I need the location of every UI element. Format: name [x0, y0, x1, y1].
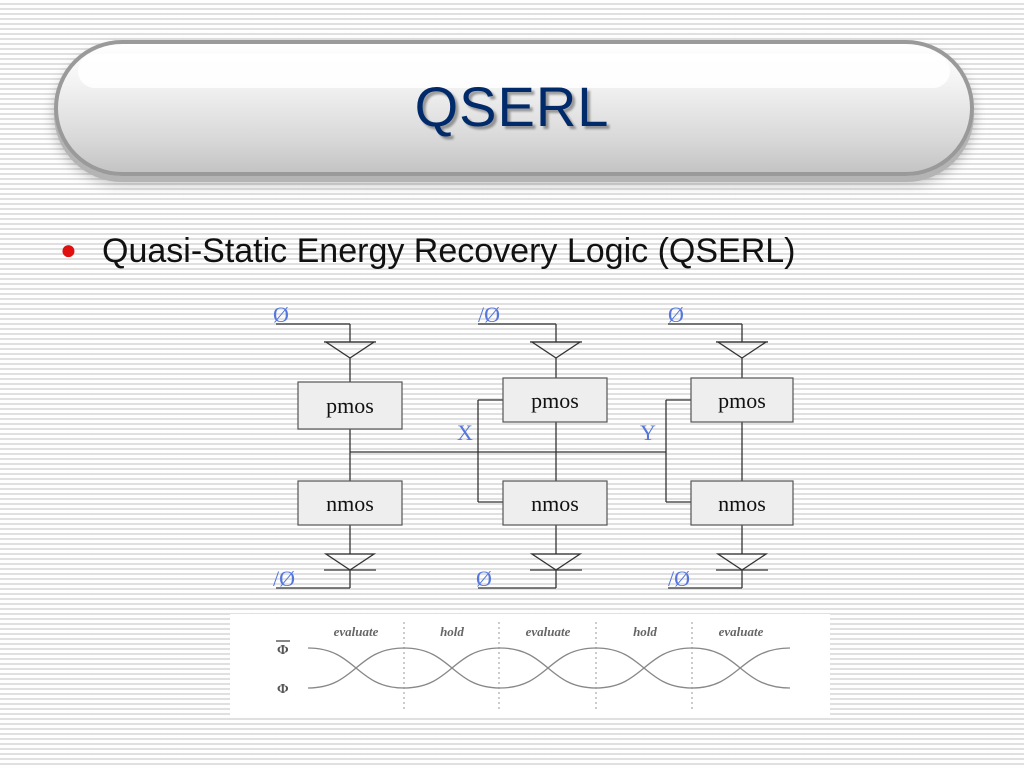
phi-label: Φ	[277, 682, 289, 697]
stage1-pmos-box	[297, 381, 403, 430]
stage3-bottom-diode-icon	[715, 553, 769, 571]
stage3-pmos-label: pmos	[718, 388, 766, 413]
slide-title: QSERL	[414, 75, 610, 138]
stage3-top-clock-label: Ø	[668, 302, 684, 327]
stage3-bottom-clock-label: /Ø	[668, 566, 690, 591]
bullet-text: Quasi-Static Energy Recovery Logic (QSER…	[102, 232, 796, 270]
stage1-nmos-box	[297, 480, 403, 526]
stage1-pmos-label: pmos	[326, 393, 374, 418]
phi-bar-label: Φ	[277, 643, 289, 658]
stage1-top-diode-icon	[323, 341, 377, 359]
stage2-nmos-label: nmos	[531, 491, 579, 516]
stage2-pmos-box	[502, 377, 608, 423]
phase-label-1: evaluate	[334, 624, 379, 639]
stage2-top-diode-icon	[529, 341, 583, 359]
stage3-nmos-label: nmos	[718, 491, 766, 516]
clock-waveform-panel: Φ Φ evaluate hold evaluate hold evaluate	[230, 614, 830, 716]
node-x-label: X	[457, 420, 473, 445]
phase-label-5: evaluate	[719, 624, 764, 639]
stage1-top-clock-label: Ø	[273, 302, 289, 327]
stage2-bottom-diode-icon	[529, 553, 583, 571]
stage3-nmos-box	[690, 480, 794, 526]
stage2-pmos-label: pmos	[531, 388, 579, 413]
bullet-dot-icon: ●	[60, 234, 77, 265]
title-banner	[54, 40, 974, 176]
stage2-top-clock-label: /Ø	[478, 302, 500, 327]
phase-label-3: evaluate	[526, 624, 571, 639]
stage3-top-diode-icon	[715, 341, 769, 359]
phi-waveform	[307, 647, 791, 689]
node-y-label: Y	[640, 420, 656, 445]
stage1-nmos-label: nmos	[326, 491, 374, 516]
stage3-pmos-box	[690, 377, 794, 423]
stage1-bottom-clock-label: /Ø	[273, 566, 295, 591]
stage2-bottom-clock-label: Ø	[476, 566, 492, 591]
stage2-nmos-box	[502, 480, 608, 526]
clock-waveform-chart: Φ Φ evaluate hold evaluate hold evaluate	[276, 622, 791, 710]
stage1-bottom-diode-icon	[323, 553, 377, 571]
phase-label-4: hold	[633, 624, 657, 639]
phase-label-2: hold	[440, 624, 464, 639]
